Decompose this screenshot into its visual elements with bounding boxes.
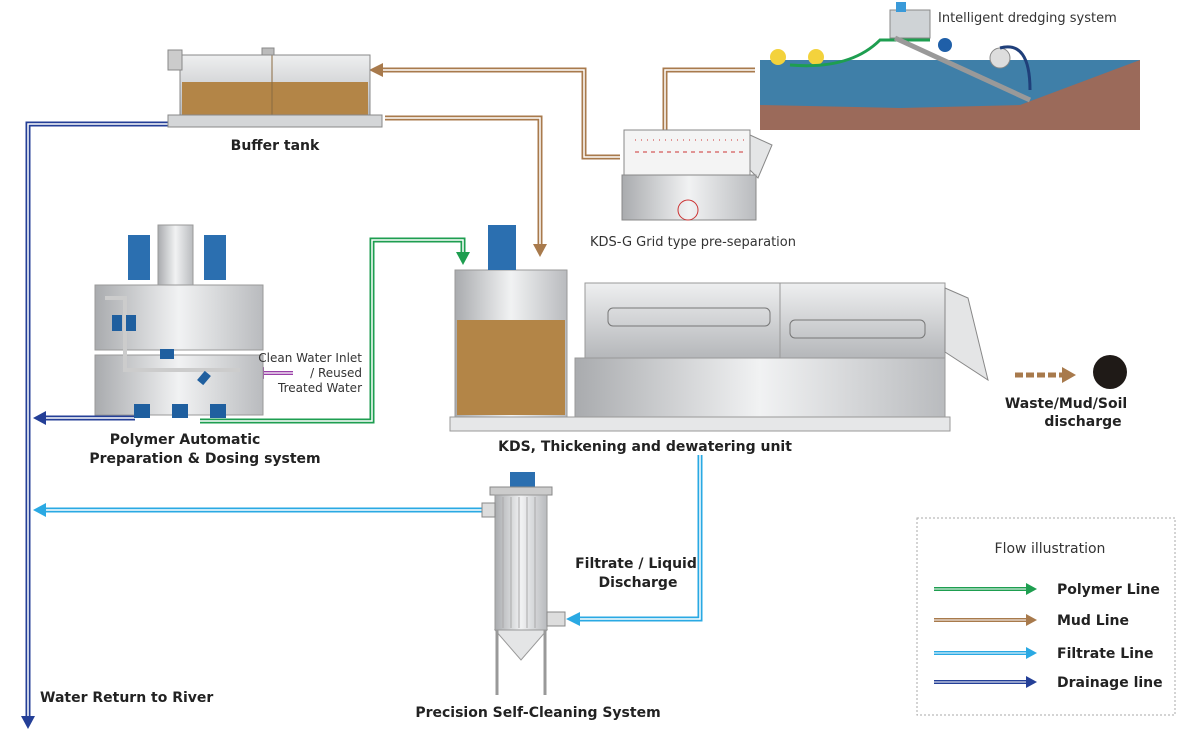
legend: Flow illustration Polymer Line Mud Line … [916,517,1176,716]
waste-label-2: discharge [1044,414,1121,430]
buffer-tank: Buffer tank [167,47,383,154]
legend-item-polymer: Polymer Line [934,582,1160,598]
clean-water-label-3: Treated Water [277,381,362,395]
polymer-label-1: Polymer Automatic [110,432,261,448]
polymer-dosing-system: Clean Water Inlet / Reused Treated Water… [89,224,362,467]
legend-item-drainage: Drainage line [934,675,1163,691]
polymer-lines [200,237,470,424]
intelligent-dredging-system: Intelligent dredging system [760,2,1140,130]
svg-text:Mud Line: Mud Line [1057,613,1129,629]
svg-text:Filtrate Line: Filtrate Line [1057,646,1153,662]
polymer-label-2: Preparation & Dosing system [89,451,320,467]
legend-item-filtrate: Filtrate Line [934,646,1153,662]
grid-pre-separation: KDS-G Grid type pre-separation [590,129,796,250]
grid-label: KDS-G Grid type pre-separation [590,235,796,250]
waste-label-1: Waste/Mud/Soil [1005,396,1127,412]
filtrate-label-2: Discharge [599,575,678,591]
clean-water-label-2: / Reused [310,366,362,380]
filtrate-lines [33,455,703,626]
mud-lines [369,63,755,257]
dredging-label: Intelligent dredging system [938,11,1117,26]
water-return-label: Water Return to River [40,690,213,706]
precision-self-cleaning-system: Filtrate / Liquid Discharge Precision Se… [415,472,697,721]
drainage-lines [21,121,180,729]
clean-water-label-1: Clean Water Inlet [258,351,362,365]
waste-discharge: Waste/Mud/Soil discharge [1005,355,1127,430]
kds-dewatering-unit: KDS, Thickening and dewatering unit [449,225,989,455]
filtrate-label-1: Filtrate / Liquid [575,556,697,572]
buffer-tank-label: Buffer tank [231,138,320,154]
legend-item-mud: Mud Line [934,613,1129,629]
precision-label: Precision Self-Cleaning System [415,705,660,721]
legend-title: Flow illustration [995,541,1106,557]
svg-text:Polymer Line: Polymer Line [1057,582,1160,598]
svg-text:Drainage line: Drainage line [1057,675,1163,691]
kds-label: KDS, Thickening and dewatering unit [498,439,792,455]
